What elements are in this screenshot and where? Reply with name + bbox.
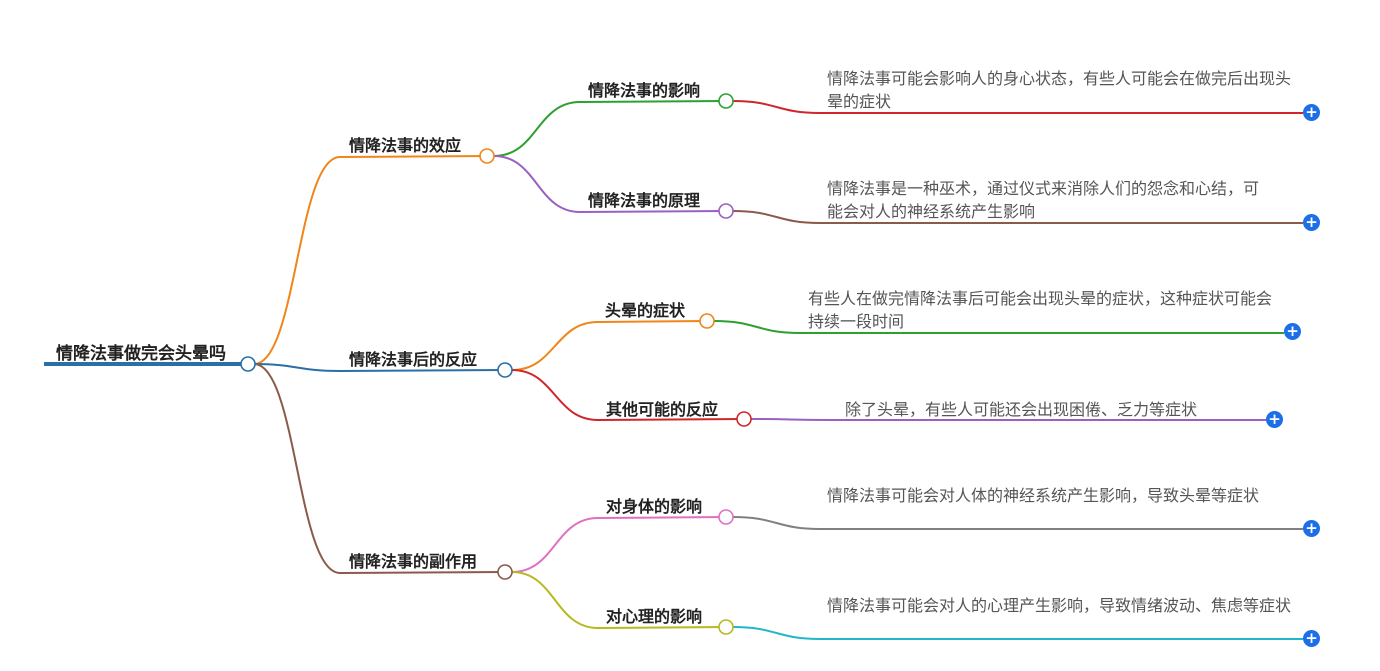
child-topic-principle[interactable]: 情降法事的原理	[588, 191, 701, 210]
branch-topic-side-effects[interactable]: 情降法事的副作用	[349, 552, 478, 571]
expand-plus-icon[interactable]: +	[1266, 411, 1283, 428]
child-1-1-node-handle[interactable]	[718, 93, 734, 109]
child-topic-body-influence[interactable]: 对身体的影响	[606, 497, 703, 516]
child-3-1-node-handle[interactable]	[718, 509, 734, 525]
connector-branch-1-child-1	[493, 100, 727, 157]
leaf-text-principle: 情降法事是一种巫术，通过仪式来消除人们的怨念和心结，可能会对人的神经系统产生影响	[827, 179, 1260, 221]
connector-leaf-3-1	[732, 516, 1303, 530]
root-node-handle[interactable]	[240, 356, 256, 372]
child-2-1-node-handle[interactable]	[699, 313, 715, 329]
child-3-2-node-handle[interactable]	[718, 619, 734, 635]
connector-leaf-1-1	[732, 100, 1303, 114]
connector-branch-2-child-2	[511, 369, 745, 422]
child-topic-other-reactions[interactable]: 其他可能的反应	[606, 400, 719, 419]
branch-topic-reactions[interactable]: 情降法事后的反应	[349, 350, 478, 369]
child-topic-mind-influence[interactable]: 对心理的影响	[606, 607, 703, 626]
connector-leaf-1-2	[732, 210, 1303, 224]
expand-plus-icon[interactable]: +	[1303, 214, 1320, 231]
connector-root-branch-2	[253, 363, 506, 373]
leaf-text-mind-influence: 情降法事可能会对人的心理产生影响，导致情绪波动、焦虑等症状	[827, 596, 1292, 615]
leaf-text-body-influence: 情降法事可能会对人体的神经系统产生影响，导致头晕等症状	[827, 486, 1260, 505]
expand-plus-icon[interactable]: +	[1303, 520, 1320, 537]
leaf-text-influence: 情降法事可能会影响人的身心状态，有些人可能会在做完后出现头晕的症状	[827, 69, 1292, 111]
root-topic[interactable]: 情降法事做完会头晕吗	[56, 344, 226, 364]
connector-leaf-2-2	[750, 418, 1266, 421]
branch-1-node-handle[interactable]	[479, 148, 495, 164]
child-topic-influence[interactable]: 情降法事的影响	[588, 81, 701, 100]
branch-2-node-handle[interactable]	[497, 362, 513, 378]
connector-leaf-2-1	[713, 320, 1284, 334]
connector-branch-3-child-2	[511, 571, 727, 630]
connector-branch-3-child-1	[511, 516, 727, 573]
child-topic-dizziness-symptoms[interactable]: 头晕的症状	[605, 301, 686, 320]
expand-plus-icon[interactable]: +	[1284, 323, 1301, 340]
child-2-2-node-handle[interactable]	[736, 411, 752, 427]
connector-branch-1-child-2	[493, 155, 727, 214]
connector-branch-2-child-1	[511, 320, 708, 371]
connector-root-branch-3	[253, 363, 506, 575]
expand-plus-icon[interactable]: +	[1303, 630, 1320, 647]
connector-leaf-3-2	[732, 626, 1303, 640]
connector-root-branch-1	[253, 155, 488, 365]
leaf-text-dizziness-symptoms: 有些人在做完情降法事后可能会出现头晕的症状，这种症状可能会持续一段时间	[808, 289, 1273, 331]
branch-3-node-handle[interactable]	[497, 564, 513, 580]
child-1-2-node-handle[interactable]	[718, 203, 734, 219]
expand-plus-icon[interactable]: +	[1303, 104, 1320, 121]
branch-topic-effects[interactable]: 情降法事的效应	[349, 136, 462, 155]
leaf-text-other-reactions: 除了头晕，有些人可能还会出现困倦、乏力等症状	[845, 400, 1198, 419]
